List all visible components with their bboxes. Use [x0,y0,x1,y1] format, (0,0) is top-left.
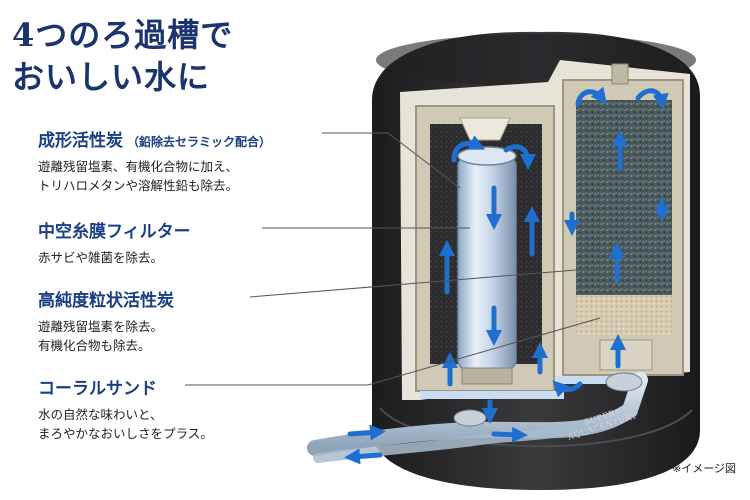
granular-carbon [576,100,672,295]
callout-desc-granular-carbon-2: 有機化合物も除去。 [38,338,151,353]
coral-sand [576,295,672,335]
headline-line-2: おいしい水に [12,58,211,96]
callout-desc-molded-carbon-1: 遊離残留塩素、有機化合物に加え、 [38,159,239,174]
callout-desc-coral-sand-1: 水の自然な味わいと、 [38,407,163,422]
headline: 4つのろ過槽で おいしい水に [12,14,352,98]
callout-desc-coral-sand-2: まろやかなおいしさをプラス。 [38,426,213,441]
callout-hollow-fiber: 中空糸膜フィルター 赤サビや雑菌を除去。 [38,217,191,267]
image-note: ※イメージ図 [672,462,736,475]
callout-title-coral-sand: コーラルサンド [38,379,157,399]
headline-line-1: 4つのろ過槽で [12,16,234,54]
outlet-pipe [313,415,605,463]
callout-coral-sand: コーラルサンド 水の自然な味わいと、 まろやかなおいしさをプラス。 [38,374,213,443]
hollow-fiber-cartridge [457,155,517,371]
callout-desc-granular-carbon-1: 遊離残留塩素を除去。 [38,319,164,334]
leader-lines [185,132,601,386]
callout-title-granular-carbon: 高純度粒状活性炭 [38,291,174,311]
flow-arrows [344,86,671,465]
callout-subtitle-molded-carbon: （鉛除去セラミック配合） [127,135,272,149]
callout-molded-carbon: 成形活性炭 （鉛除去セラミック配合） 遊離残留塩素、有機化合物に加え、 トリハロメ… [38,126,271,195]
callout-granular-carbon: 高純度粒状活性炭 遊離残留塩素を除去。 有機化合物も除去。 [38,286,174,355]
callout-title-molded-carbon: 成形活性炭 [38,131,123,151]
callout-desc-molded-carbon-2: トリハロメタンや溶解性鉛も除去。 [38,178,239,193]
callout-title-hollow-fiber: 中空糸膜フィルター [38,222,191,242]
callout-desc-hollow-fiber-1: 赤サビや雑菌を除去。 [38,250,164,265]
